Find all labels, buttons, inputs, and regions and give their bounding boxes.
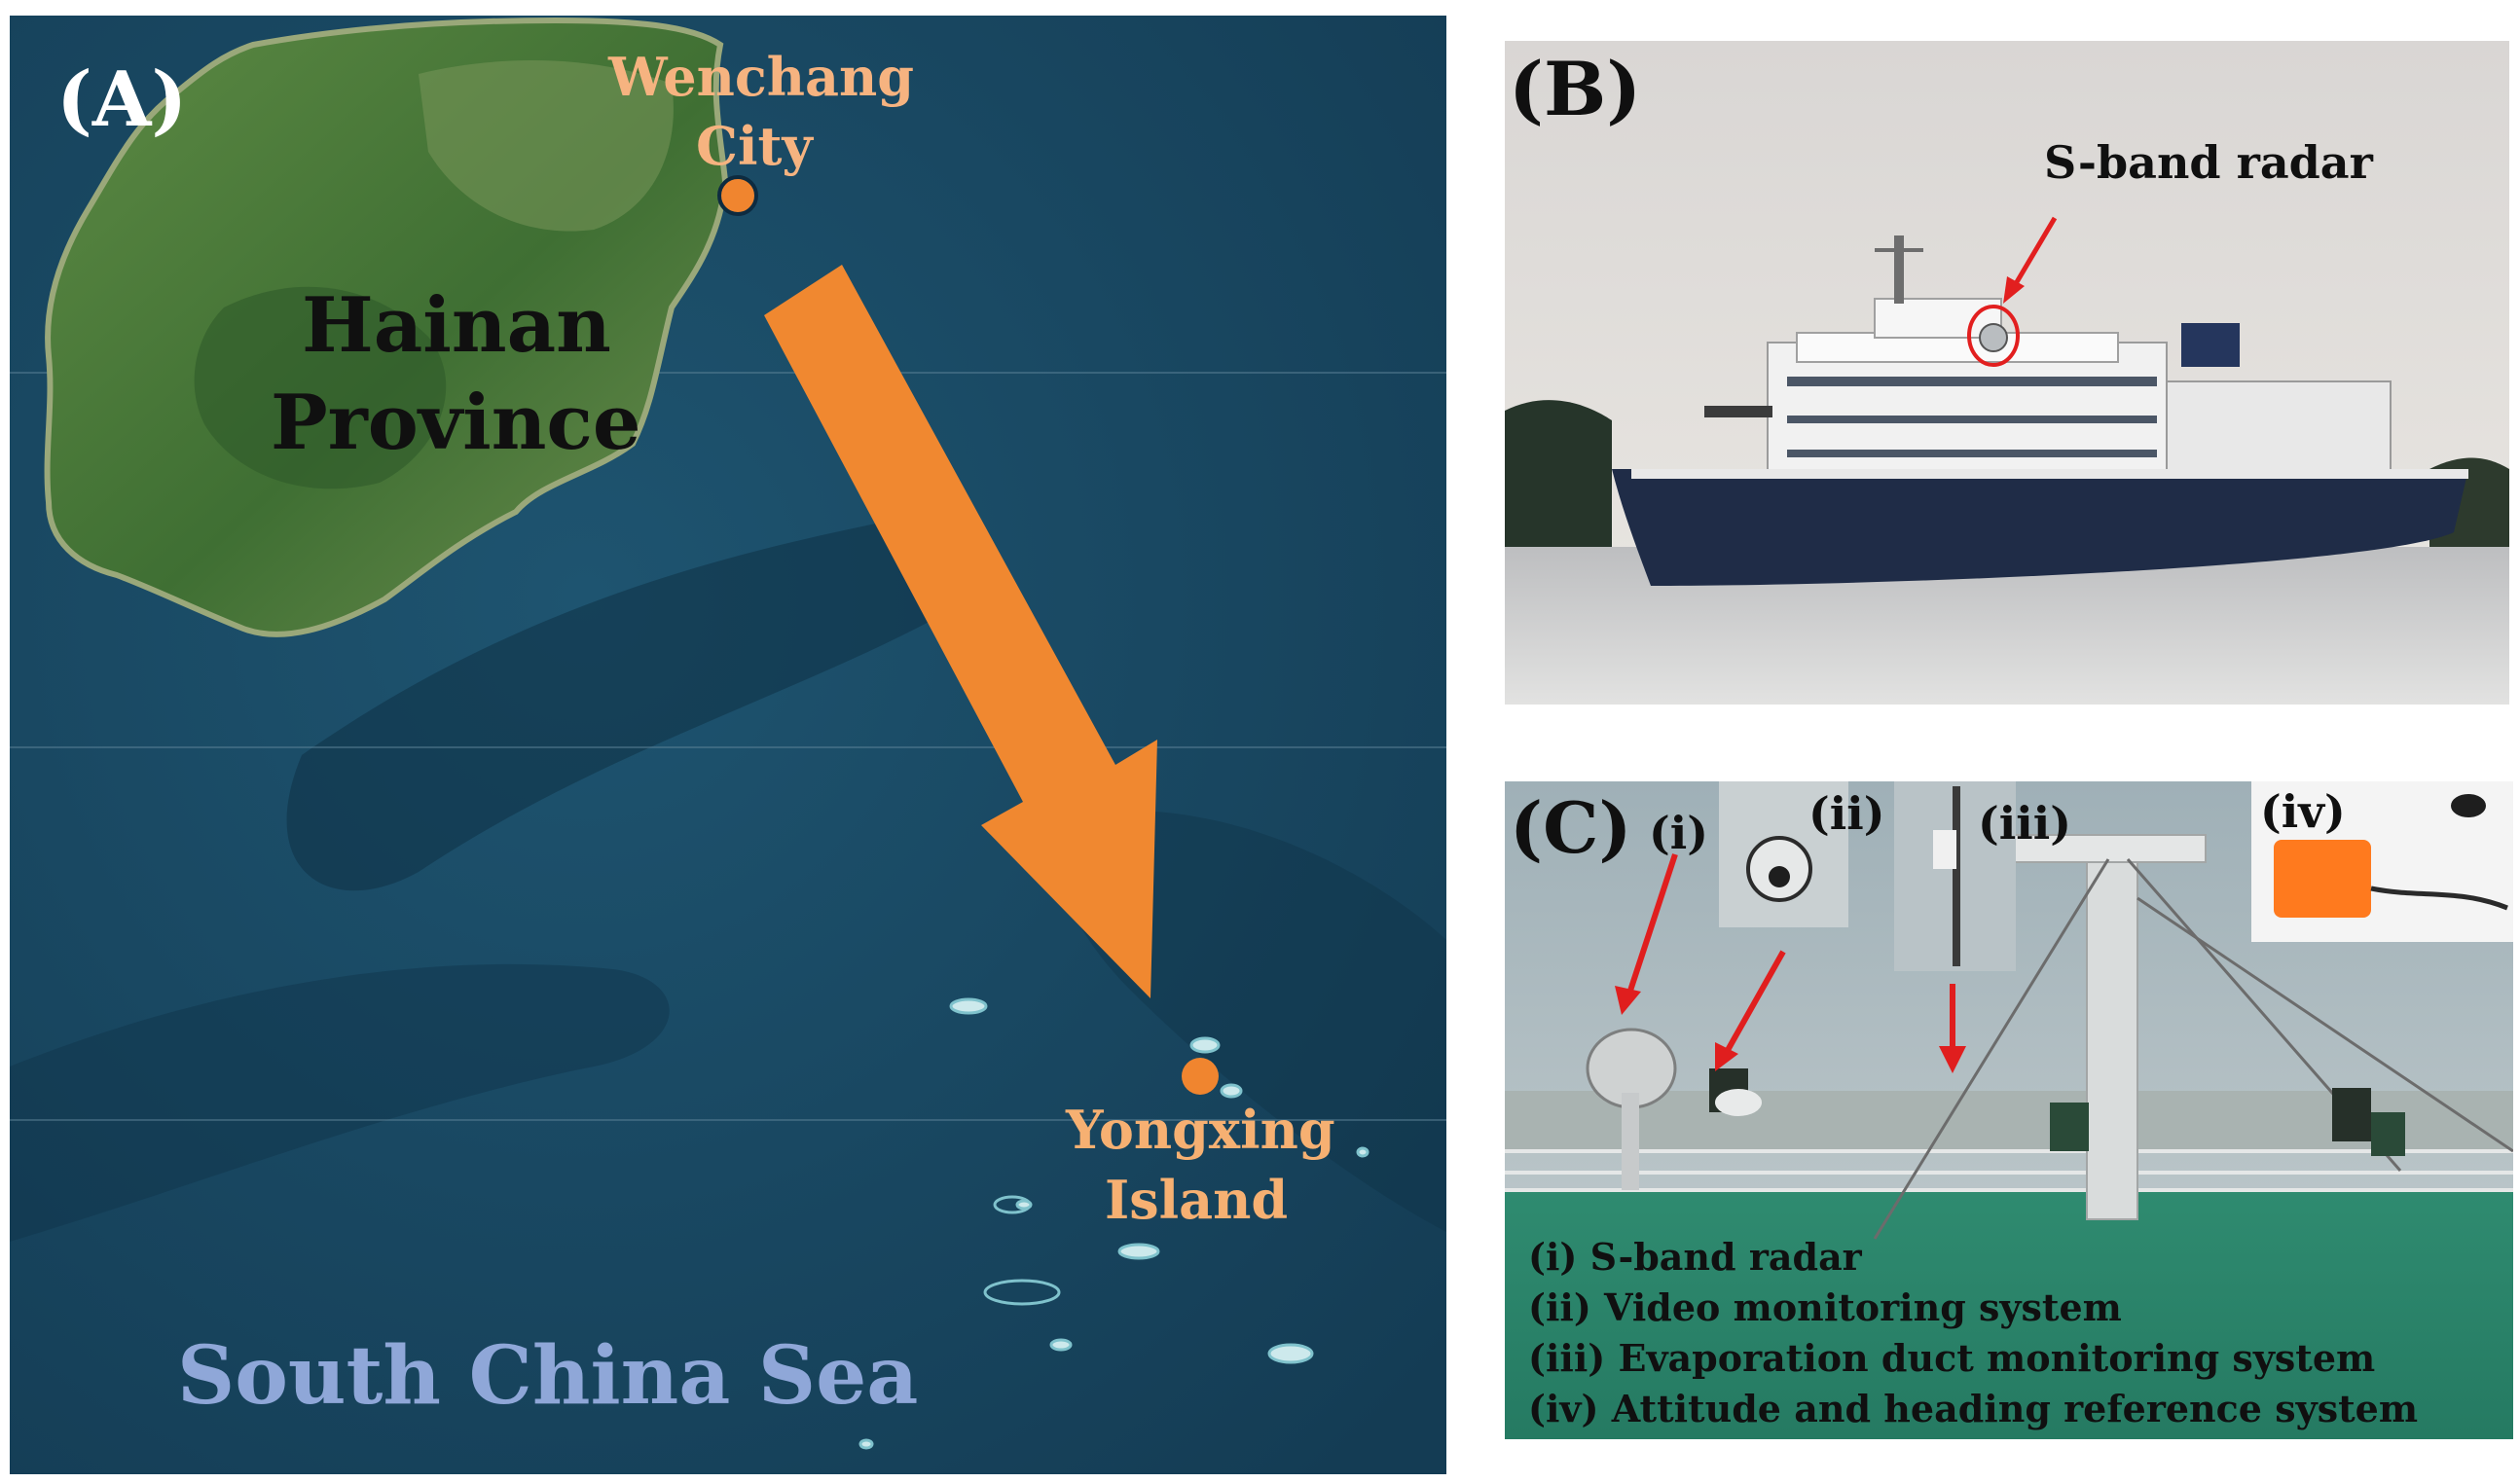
deck-railing (1505, 1149, 2513, 1192)
reef-islands (858, 997, 1370, 1450)
wenchang-city-label-line1: Wenchang (608, 46, 915, 108)
ship-hull (1612, 469, 2468, 586)
ship-photo-panel: (B) S-band radar (1505, 41, 2509, 705)
s-band-radar-callout: S-band radar (2044, 136, 2373, 189)
radar-pedestal (1622, 1093, 1639, 1190)
ship-deck-photo (1505, 781, 2513, 1439)
ahrs-box (2274, 840, 2371, 918)
panel-c-label: (C) (1510, 786, 1632, 869)
deck-floor (1505, 1190, 2513, 1439)
ahrs-antenna (2451, 794, 2486, 817)
marker-ii: (ii) (1808, 787, 1885, 840)
south-china-sea-label: South China Sea (177, 1329, 919, 1423)
ship-bridge (1874, 298, 2002, 339)
ahrs-cable (2370, 886, 2508, 911)
research-vessel-photo (1505, 41, 2509, 705)
panel-b-label: (B) (1509, 46, 1642, 132)
ship-crane (1704, 406, 1772, 417)
ship-funnel (2181, 323, 2240, 367)
coastal-plain (419, 60, 674, 232)
ship-mast (1894, 235, 1904, 304)
wenchang-city-marker (717, 175, 758, 216)
hainan-province-label-line1: Hainan (302, 281, 611, 370)
ship-hull-stripe (1631, 469, 2468, 479)
marker-i: (i) (1649, 807, 1709, 859)
covered-equipment (2332, 1088, 2371, 1141)
satellite-map (10, 16, 1446, 1474)
component-arrows (1615, 853, 1966, 1073)
sensor-shield (1933, 830, 1956, 869)
covered-equipment (2050, 1103, 2089, 1151)
route-arrow (764, 265, 1157, 998)
ship-aft-deck (2166, 380, 2392, 480)
shoreline-trees (1505, 400, 1612, 547)
radar-dome (1979, 323, 2008, 352)
component-legend: (i) S-band radar (ii) Video monitoring s… (1528, 1239, 2418, 1428)
ship-windows (1787, 377, 2157, 457)
yongxing-island-label-line1: Yongxing (1066, 1099, 1335, 1161)
deck-photo-panel: (C) (i) (ii) (iii) (iv) (i) S-band radar… (1505, 781, 2513, 1439)
map-panel: (A) Wenchang City Hainan Province Yongxi… (10, 16, 1446, 1474)
panel-a-label: (A) (56, 55, 188, 144)
wenchang-city-label-line2: City (696, 115, 813, 177)
marker-iv: (iv) (2260, 785, 2346, 838)
legend-item-video-monitoring: (ii) Video monitoring system (1528, 1285, 2122, 1329)
deep-water-shadow (286, 518, 988, 891)
ship-mast (2086, 849, 2138, 1220)
yongxing-island-label-line2: Island (1105, 1169, 1289, 1231)
covered-equipment (2371, 1112, 2405, 1156)
marker-iii: (iii) (1978, 797, 2071, 850)
legend-item-evaporation-duct: (iii) Evaporation duct monitoring system (1528, 1336, 2376, 1380)
radar-callout-arrow (2008, 216, 2058, 294)
mast-stay (1873, 858, 2110, 1240)
camera-lens (1769, 866, 1790, 887)
dome-equipment (1715, 1089, 1762, 1116)
deep-water-shadow (1056, 810, 1446, 1232)
radar-callout-arrowhead (2003, 276, 2025, 304)
yongxing-island-marker (1182, 1058, 1219, 1095)
hainan-province-label-line2: Province (271, 379, 641, 467)
mast-stay (2137, 896, 2513, 1153)
sensor-pole (1953, 786, 1960, 966)
legend-item-ahrs: (iv) Attitude and heading reference syst… (1528, 1387, 2419, 1430)
radar-highlight-circle (1967, 305, 2020, 367)
deep-water-shadow (10, 963, 670, 1242)
legend-item-s-band-radar: (i) S-band radar (1528, 1235, 1862, 1279)
mountain-shading (194, 286, 447, 489)
